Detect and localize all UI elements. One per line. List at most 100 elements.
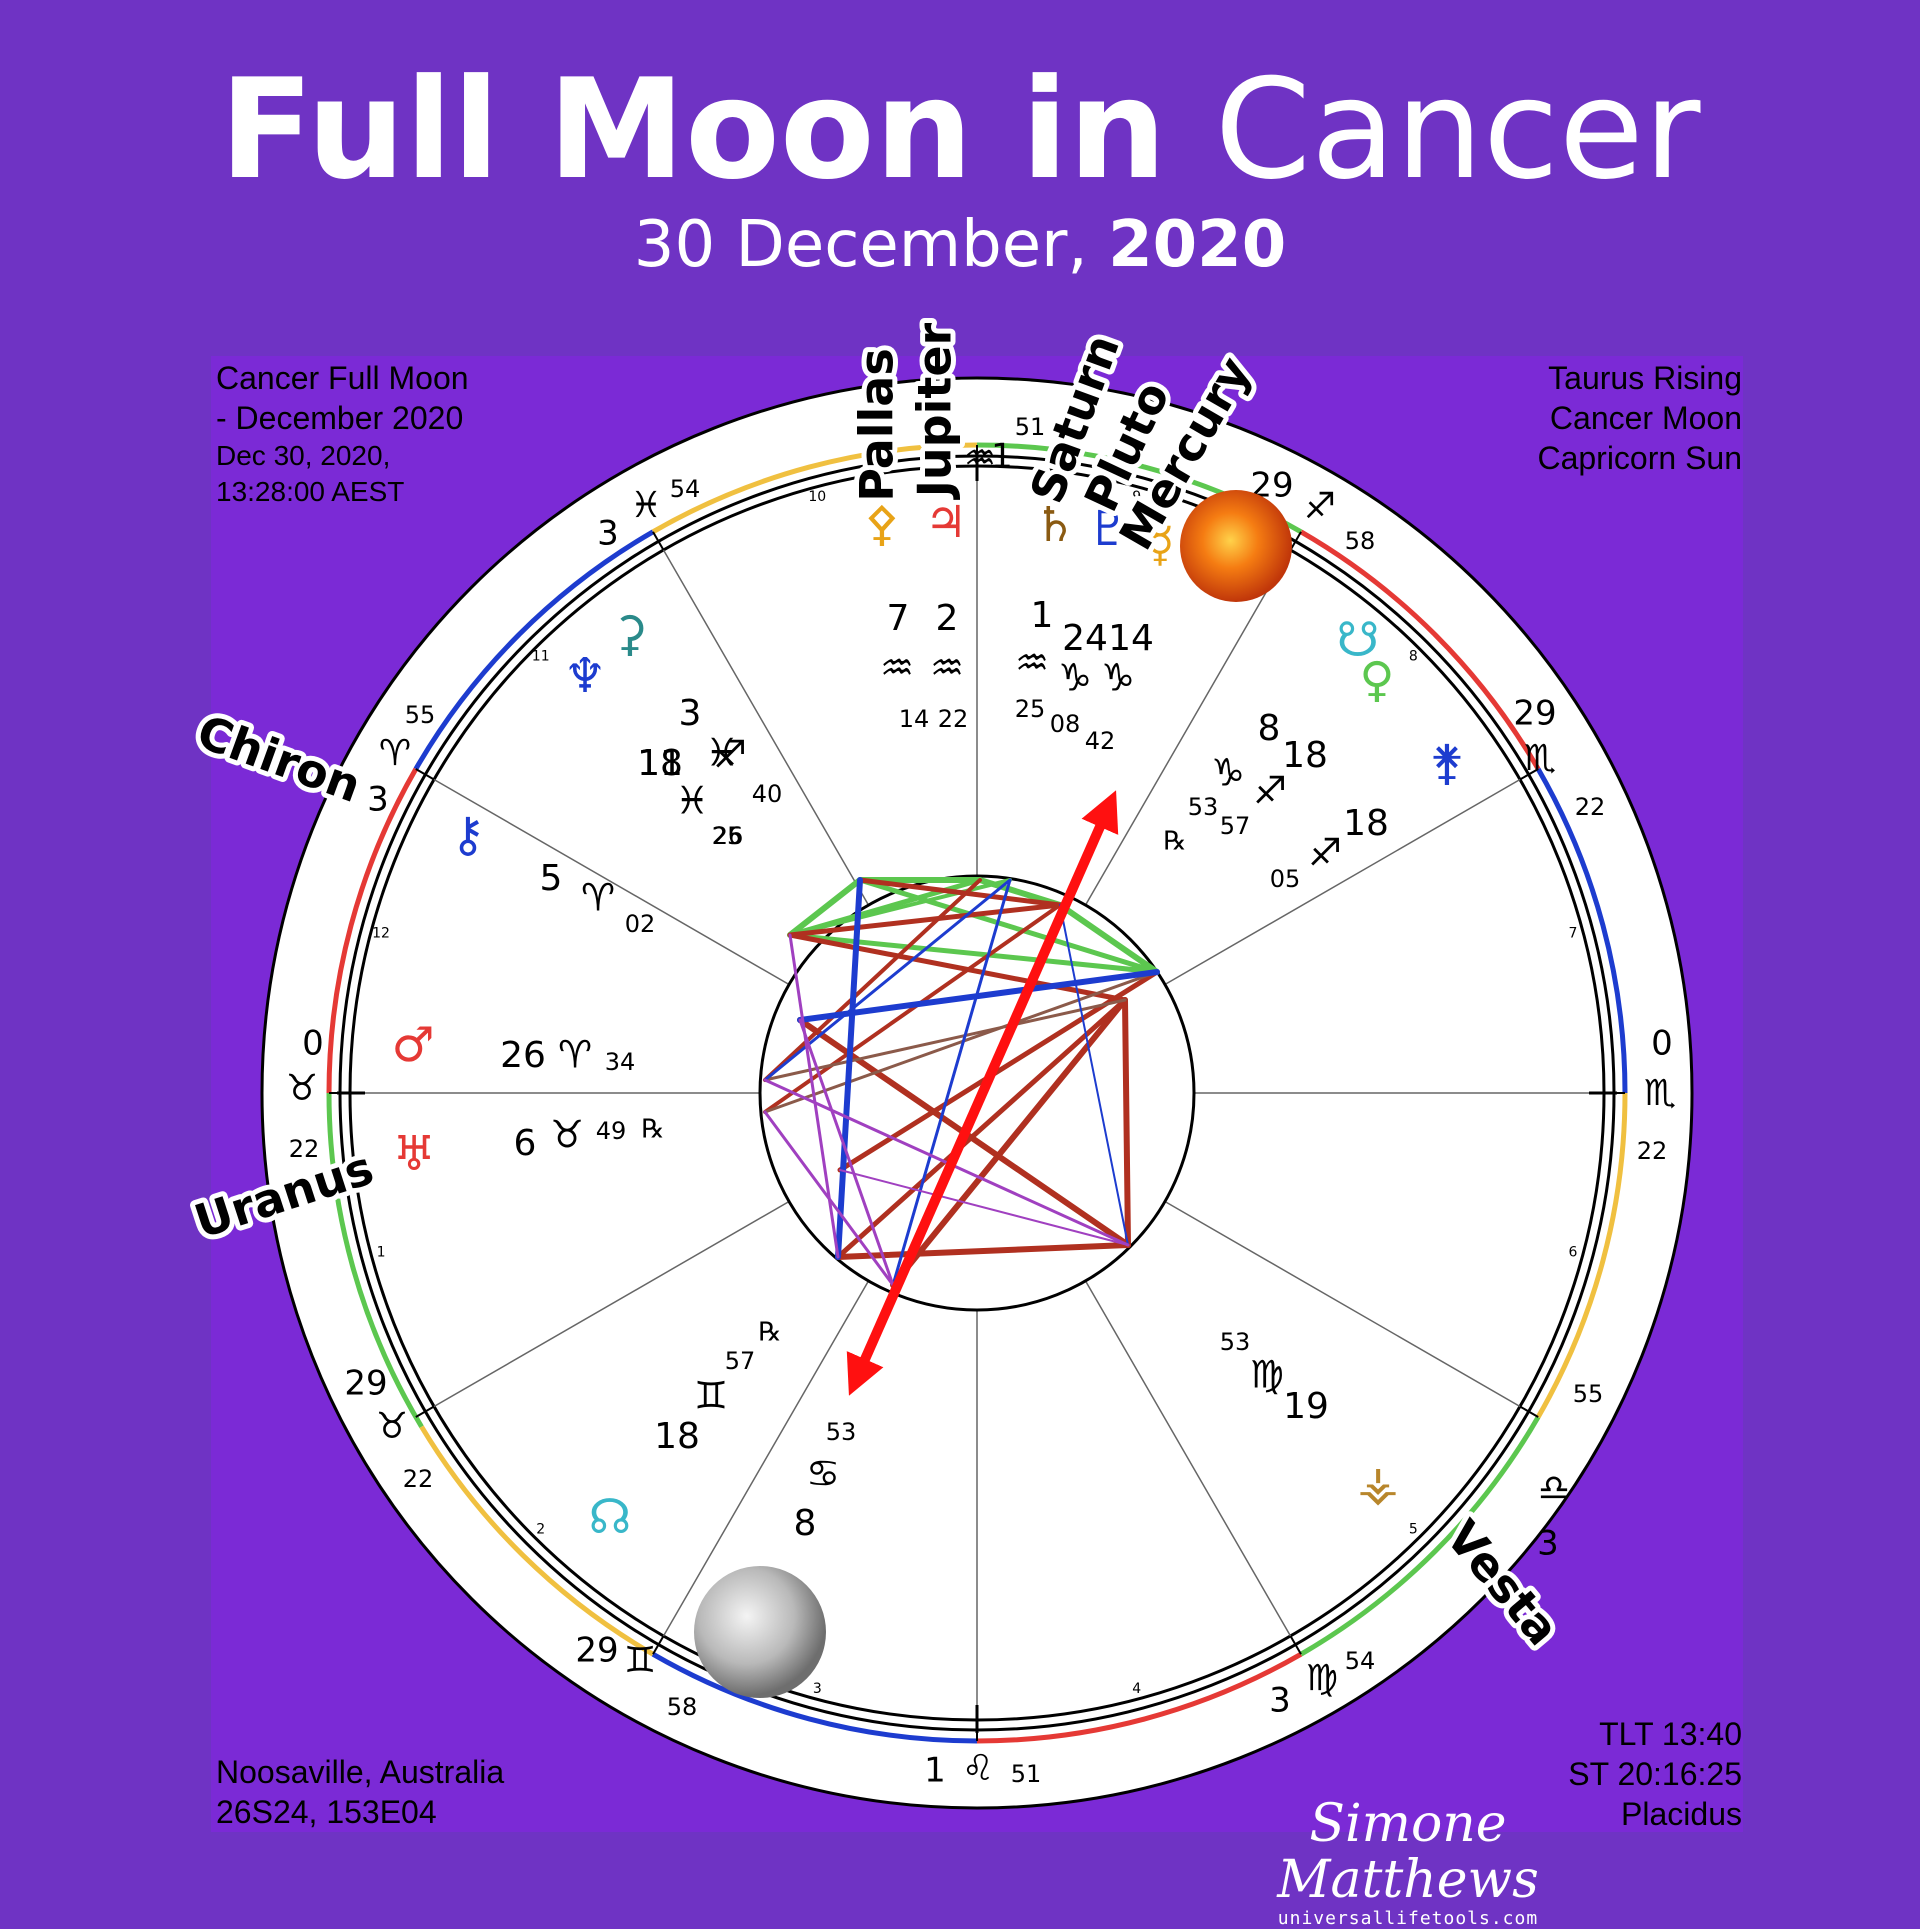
position-minutes: 53 xyxy=(1188,793,1219,821)
signature-url: universallifetools.com xyxy=(1277,1908,1539,1929)
position-sign: ♑ xyxy=(1101,656,1135,700)
page-subtitle: 30 December, 2020 xyxy=(0,205,1920,285)
mercury-glyph-icon: ☿ xyxy=(1145,517,1174,573)
position-sign: ♈ xyxy=(581,876,615,920)
info-line: Cancer Moon xyxy=(1549,400,1742,436)
signature-name: Simone Matthews xyxy=(1277,1794,1539,1910)
pluto-glyph-icon: ♇ xyxy=(1086,501,1129,557)
position-minutes: 08 xyxy=(1050,710,1081,738)
cusp-sign: ♌ xyxy=(962,1748,994,1789)
position-degree: 18 xyxy=(637,743,683,784)
info-line: 26S24, 153E04 xyxy=(216,1794,437,1830)
south-node-glyph-icon: ☋ xyxy=(1337,612,1380,668)
cusp-degree: 3 xyxy=(367,780,389,820)
cusp-sign: ♈ xyxy=(379,733,411,774)
north-node-glyph-icon: ☊ xyxy=(589,1489,632,1545)
juno-glyph-icon: ⚵ xyxy=(1429,735,1464,791)
house-cusp-line xyxy=(1084,1280,1292,1637)
info-line: Taurus Rising xyxy=(1548,360,1742,396)
cusp-tick xyxy=(652,531,665,551)
cusp-labels: 0♉2229♉2229♊581♌513♍543♎550♏2229♏2229♐58… xyxy=(286,413,1676,1791)
info-line: Placidus xyxy=(1621,1796,1742,1832)
chiron-glyph-icon: ⚷ xyxy=(450,807,485,863)
signature: Simone Matthews universallifetools.com xyxy=(1228,1796,1588,1929)
position-sign: ♒ xyxy=(880,646,914,690)
house-cusp-line xyxy=(1084,549,1292,906)
cusp-minutes: 51 xyxy=(1011,1760,1042,1788)
position-sign: ♐ xyxy=(1253,769,1287,813)
position-degree: 19 xyxy=(1283,1386,1329,1427)
position-minutes: 57 xyxy=(1220,812,1251,840)
cusp-degree: 1 xyxy=(924,1751,946,1791)
position-minutes: 34 xyxy=(605,1048,636,1076)
position-degree: 6 xyxy=(514,1123,537,1164)
cusp-tick xyxy=(1289,531,1302,551)
vesta-glyph-icon: ⚶ xyxy=(1358,1456,1399,1512)
position-minutes: 49 xyxy=(596,1117,627,1145)
cusp-tick xyxy=(415,1405,435,1418)
position-sign: ♊ xyxy=(694,1374,728,1418)
info-line: Cancer Full Moon xyxy=(216,360,469,396)
cusp-minutes: 58 xyxy=(1345,527,1376,555)
uranus-glyph-icon: ♅ xyxy=(392,1126,435,1182)
label-pallas: Pallas xyxy=(850,348,904,501)
aspect-line xyxy=(788,933,840,1259)
position-degree: 24 xyxy=(1062,618,1108,659)
house-cusp-line xyxy=(1164,778,1521,986)
cusp-minutes: 58 xyxy=(667,1693,698,1721)
position-minutes: 25 xyxy=(712,822,743,850)
house-number: 4 xyxy=(1132,1681,1141,1697)
house-number: 2 xyxy=(536,1521,545,1537)
position-minutes: 25 xyxy=(1015,695,1046,723)
date-text: 30 December, xyxy=(633,208,1088,282)
cusp-degree: 3 xyxy=(1269,1681,1291,1721)
house-number: 1 xyxy=(377,1245,386,1261)
cusp-degree: 0 xyxy=(1651,1024,1673,1064)
house-number: 7 xyxy=(1569,925,1578,941)
retrograde-icon: ℞ xyxy=(1163,827,1186,857)
venus-glyph-icon: ♀ xyxy=(1359,652,1394,708)
house-number: 5 xyxy=(1409,1521,1418,1537)
chart-info-bottom-right: TLT 13:40 ST 20:16:25 Placidus xyxy=(1568,1714,1742,1834)
page-title: Full Moon in Cancer xyxy=(0,55,1920,205)
cusp-minutes: 54 xyxy=(670,475,701,503)
cusp-minutes: 55 xyxy=(1573,1380,1604,1408)
chart-info-top-right: Taurus Rising Cancer Moon Capricorn Sun xyxy=(1537,358,1742,478)
jupiter-glyph-icon: ♃ xyxy=(924,493,967,549)
house-number: 10 xyxy=(808,489,826,505)
sign-arc xyxy=(976,1652,1303,1744)
cusp-sign: ♒ xyxy=(964,438,996,479)
cusp-tick xyxy=(1519,1405,1539,1418)
position-minutes: 57 xyxy=(725,1347,756,1375)
info-line: 13:28:00 AEST xyxy=(216,476,405,507)
moon-image xyxy=(694,1566,826,1698)
house-cusp-lines xyxy=(329,445,1625,1741)
position-degree: 8 xyxy=(1258,708,1281,749)
cusp-degree: 0 xyxy=(302,1024,324,1064)
element-color-ring xyxy=(326,442,1628,1744)
cusp-minutes: 22 xyxy=(289,1135,320,1163)
title-sign: Cancer xyxy=(1214,49,1701,210)
cusp-sign: ♊ xyxy=(624,1640,656,1681)
cusp-sign: ♉ xyxy=(286,1068,318,1109)
position-degree: 1 xyxy=(1031,595,1054,636)
house-number: 6 xyxy=(1569,1245,1578,1261)
mars-glyph-icon: ♂ xyxy=(391,1017,434,1073)
position-degree: 18 xyxy=(654,1416,700,1457)
position-minutes: 53 xyxy=(1220,1328,1251,1356)
position-minutes: 53 xyxy=(826,1418,857,1446)
position-sign: ♓ xyxy=(675,779,709,823)
info-line: TLT 13:40 xyxy=(1599,1716,1742,1752)
info-line: Dec 30, 2020, xyxy=(216,440,391,471)
saturn-glyph-icon: ♄ xyxy=(1033,497,1076,553)
chart-info-bottom-left: Noosaville, Australia 26S24, 153E04 xyxy=(216,1752,504,1832)
cusp-degree: 3 xyxy=(597,514,619,554)
cusp-minutes: 22 xyxy=(403,1465,434,1493)
position-degree: 3 xyxy=(679,693,702,734)
cusp-sign: ♐ xyxy=(1304,486,1336,527)
house-cusp-line xyxy=(433,778,790,986)
position-sign: ♒ xyxy=(1015,641,1049,685)
label-chiron: Chiron xyxy=(190,704,368,813)
opposition-arrow xyxy=(846,790,1119,1396)
